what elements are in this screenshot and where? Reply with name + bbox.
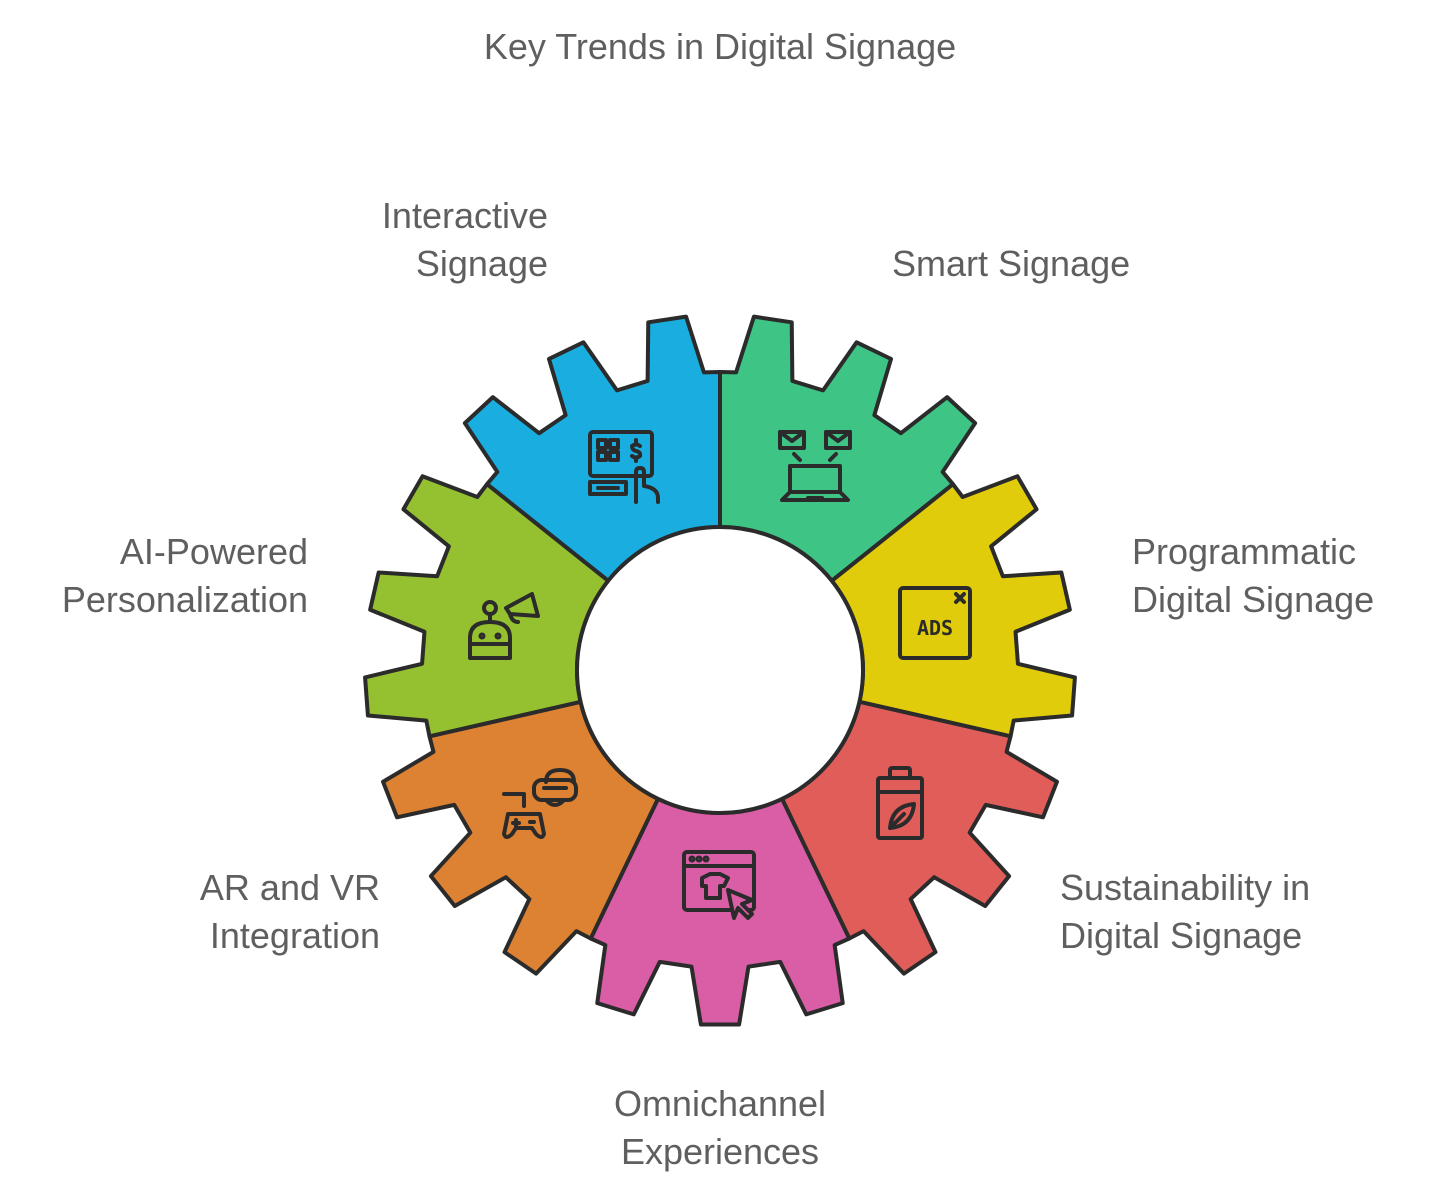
diagram-title: Key Trends in Digital Signage (483, 26, 957, 67)
label-ar-vr-integration: AR and VR Integration (80, 864, 380, 960)
label-line: Digital Signage (1132, 579, 1375, 620)
robot-megaphone-icon (468, 592, 540, 660)
label-interactive-signage: Interactive Signage (300, 192, 548, 288)
vr-gamepad-icon (502, 768, 578, 839)
label-line: Personalization (61, 579, 308, 620)
label-programmatic-digital-signage: Programmatic Digital Signage (1132, 528, 1432, 624)
ads-window-icon: ADS (898, 586, 972, 660)
browser-shirt-cursor-icon (682, 850, 756, 920)
label-line: AR and VR (199, 867, 380, 908)
laptop-messages-icon (778, 430, 852, 502)
label-line: Omnichannel (613, 1083, 827, 1124)
label-sustainability: Sustainability in Digital Signage (1060, 864, 1420, 960)
label-smart-signage: Smart Signage (892, 240, 1212, 288)
label-line: Digital Signage (1060, 915, 1303, 956)
label-line: Sustainability in (1060, 867, 1311, 908)
label-line: Interactive (381, 195, 548, 236)
label-line: AI-Powered (119, 531, 308, 572)
label-line: Experiences (620, 1131, 820, 1172)
label-line: Programmatic (1132, 531, 1357, 572)
label-line: Signage (415, 243, 548, 284)
label-line: Integration (209, 915, 380, 956)
svg-text:ADS: ADS (917, 616, 953, 640)
eco-battery-icon (876, 766, 924, 840)
label-ai-powered-personalization: AI-Powered Personalization (10, 528, 308, 624)
gear-center-hole (575, 525, 865, 815)
pos-terminal-touch-icon (588, 430, 660, 504)
label-omnichannel-experiences: Omnichannel Experiences (520, 1080, 920, 1176)
label-line: Smart Signage (892, 243, 1131, 284)
